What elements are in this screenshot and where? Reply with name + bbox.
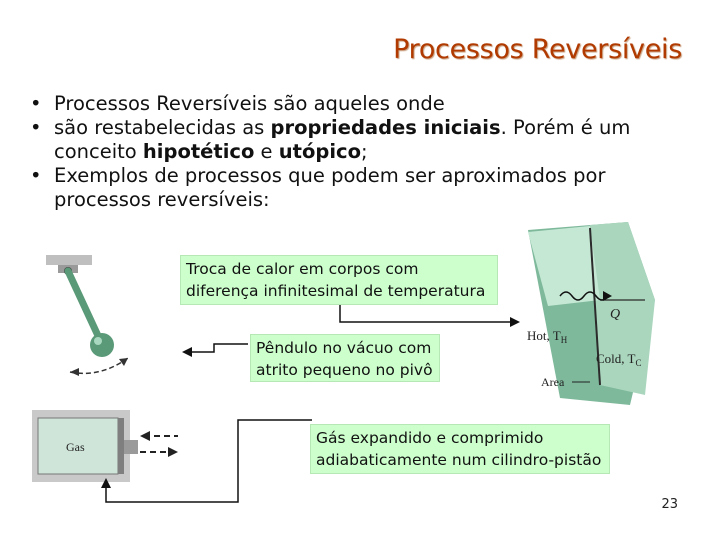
bullet-text: Exemplos de processos que podem ser apro…: [54, 164, 606, 211]
pendulum-callout: Pêndulo no vácuo com atrito pequeno no p…: [250, 334, 440, 382]
hot-subscript: H: [561, 335, 568, 345]
bullet-emphasis: propriedades iniciais: [270, 116, 501, 139]
piston-cylinder-illustration: Gas: [32, 410, 178, 482]
area-label: Area: [541, 375, 565, 389]
svg-text:Hot, TH: Hot, TH: [527, 328, 568, 345]
bullet-text: e: [254, 140, 279, 163]
heat-transfer-callout: Troca de calor em corpos com diferença i…: [180, 255, 498, 305]
bullet-emphasis: hipotético: [142, 140, 255, 163]
page-number: 23: [661, 497, 678, 512]
bullet-text: são restabelecidas as: [54, 116, 271, 139]
bullet-text: . Porém é um conceito: [54, 116, 631, 163]
heat-q-label: Q: [610, 307, 620, 322]
bullet-emphasis: utópico: [278, 140, 361, 163]
bullet-list: Processos Reversíveis são aqueles ondesã…: [30, 92, 690, 212]
hot-label: Hot, T: [527, 328, 561, 343]
bullet-item: são restabelecidas as propriedades inici…: [30, 116, 690, 164]
cold-subscript: C: [636, 358, 642, 368]
pendulum-illustration: [46, 255, 129, 376]
bullet-item: Processos Reversíveis são aqueles onde: [30, 92, 690, 116]
bullet-text: Processos Reversíveis são aqueles onde: [54, 92, 445, 115]
connector-lines: [101, 304, 520, 503]
cold-label: Cold, T: [596, 351, 636, 366]
piston-callout: Gás expandido e comprimido adiabaticamen…: [310, 424, 610, 474]
gas-label: Gas: [66, 440, 85, 454]
svg-text:Cold, TC: Cold, TC: [596, 351, 642, 368]
slide-title: Processos Reversíveis: [393, 34, 682, 65]
bullet-text: ;: [360, 140, 368, 163]
bullet-item: Exemplos de processos que podem ser apro…: [30, 164, 690, 212]
heat-transfer-illustration: Q Hot, TH Cold, TC Area: [527, 222, 655, 405]
